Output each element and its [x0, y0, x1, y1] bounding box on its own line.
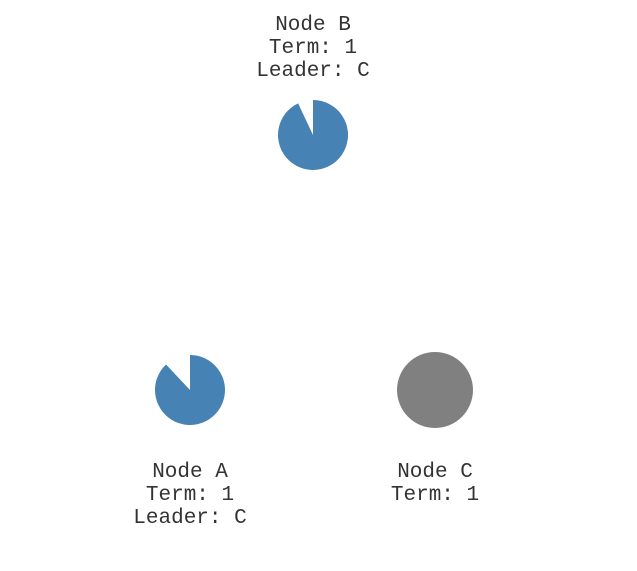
node-a-name: Node A: [152, 461, 228, 484]
node-b-term: Term: 1: [268, 37, 358, 60]
node-c-term: Term: 1: [390, 484, 480, 507]
node-b-leader: Leader: C: [256, 60, 370, 83]
node-c-name: Node C: [397, 461, 473, 484]
node-c-label: Node C Term: 1: [335, 461, 535, 507]
node-a-leader: Leader: C: [133, 507, 247, 530]
node-c-circle[interactable]: [397, 352, 473, 428]
node-b-label: Node B Term: 1 Leader: C: [213, 14, 413, 83]
node-a-circle[interactable]: [154, 355, 225, 425]
node-a-label: Node A Term: 1 Leader: C: [90, 461, 290, 530]
node-b-name: Node B: [275, 14, 351, 37]
node-b-circle[interactable]: [278, 100, 348, 170]
node-a-term: Term: 1: [145, 484, 235, 507]
